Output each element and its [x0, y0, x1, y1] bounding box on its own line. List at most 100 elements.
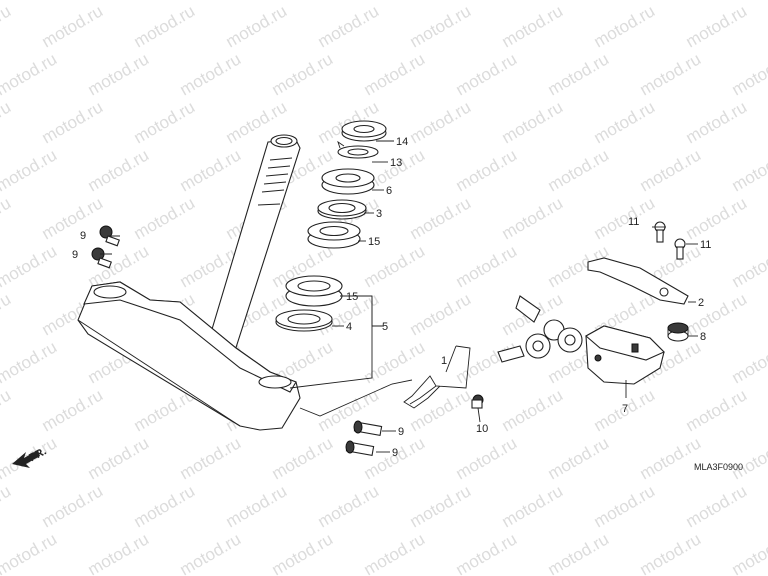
callout-2: 2 [698, 297, 704, 309]
watermark-text: motod.ru [0, 241, 60, 291]
key-set[interactable] [497, 295, 583, 363]
watermark-text: motod.ru [0, 193, 14, 243]
watermark-text: motod.ru [499, 193, 567, 243]
callout-1: 1 [441, 355, 447, 367]
watermark-text: motod.ru [683, 193, 751, 243]
callout-7: 7 [622, 403, 628, 415]
watermark-text: motod.ru [177, 145, 245, 195]
callout-6: 6 [386, 185, 392, 197]
watermark-text: motod.ru [499, 1, 567, 51]
watermark-text: motod.ru [85, 529, 153, 576]
watermark-text: motod.ru [683, 97, 751, 147]
watermark-text: motod.ru [637, 145, 705, 195]
part-9-bolt-d[interactable] [345, 440, 375, 457]
callout-4: 4 [346, 321, 352, 333]
part-10-bolt[interactable] [471, 394, 484, 409]
watermark-text: motod.ru [0, 337, 60, 387]
callout-15: 15 [346, 291, 358, 303]
part-11-screw-b[interactable] [674, 238, 686, 260]
watermark-text: motod.ru [683, 1, 751, 51]
watermark-text: motod.ru [0, 145, 60, 195]
watermark-text: motod.ru [499, 385, 567, 435]
callout-9-b: 9 [72, 249, 78, 261]
watermark-text: motod.ru [591, 481, 659, 531]
callout-10: 10 [476, 423, 488, 435]
watermark-text: motod.ru [545, 49, 613, 99]
watermark-text: motod.ru [131, 193, 199, 243]
callout-13: 13 [390, 157, 402, 169]
watermark-text: motod.ru [453, 241, 521, 291]
watermark-text: motod.ru [0, 1, 14, 51]
watermark-text: motod.ru [729, 433, 768, 483]
watermark-text: motod.ru [453, 433, 521, 483]
watermark-text: motod.ru [85, 145, 153, 195]
watermark-text: motod.ru [0, 529, 60, 576]
watermark-text: motod.ru [591, 97, 659, 147]
watermark-text: motod.ru [0, 385, 14, 435]
watermark-text: motod.ru [223, 481, 291, 531]
callout-9-c: 9 [398, 426, 404, 438]
part-9-bolt-c[interactable] [353, 420, 383, 437]
watermark-text: motod.ru [315, 481, 383, 531]
watermark-text: motod.ru [85, 433, 153, 483]
bottom-bridge[interactable] [77, 281, 301, 431]
watermark-text: motod.ru [499, 97, 567, 147]
watermark-text: motod.ru [545, 433, 613, 483]
watermark-text: motod.ru [131, 97, 199, 147]
part-6-adjusting-nut[interactable] [321, 168, 375, 195]
watermark-text: motod.ru [39, 97, 107, 147]
watermark-text: motod.ru [591, 193, 659, 243]
watermark-text: motod.ru [637, 433, 705, 483]
watermark-text: motod.ru [131, 481, 199, 531]
part-14-upper-bearing[interactable] [307, 221, 361, 249]
watermark-text: motod.ru [545, 529, 613, 576]
callout-11-b: 11 [700, 239, 711, 251]
watermark-text: motod.ru [407, 385, 475, 435]
part-1-wire-clamp[interactable] [403, 345, 471, 409]
part-7-steering-lock[interactable] [585, 325, 665, 385]
callout-9-a: 9 [80, 230, 86, 242]
watermark-text: motod.ru [0, 97, 14, 147]
part-12-lock-nut[interactable] [341, 120, 387, 142]
watermark-text: motod.ru [729, 241, 768, 291]
watermark-text: motod.ru [729, 337, 768, 387]
callout-11-a: 11 [628, 216, 639, 228]
watermark-text: motod.ru [361, 529, 429, 576]
callout-14: 15 [368, 236, 380, 248]
watermark-text: motod.ru [269, 49, 337, 99]
watermark-text: motod.ru [39, 481, 107, 531]
part-3-dust-seal[interactable] [317, 199, 367, 220]
watermark-text: motod.ru [361, 241, 429, 291]
watermark-text: motod.ru [0, 481, 14, 531]
watermark-text: motod.ru [0, 289, 14, 339]
watermark-text: motod.ru [269, 529, 337, 576]
watermark-text: motod.ru [407, 481, 475, 531]
part-9-bolt-b[interactable] [91, 247, 112, 269]
callout-5: 5 [382, 321, 388, 333]
watermark-text: motod.ru [0, 49, 60, 99]
watermark-text: motod.ru [591, 1, 659, 51]
leader-lines [100, 140, 698, 453]
watermark-text: motod.ru [729, 0, 768, 3]
watermark-text: motod.ru [453, 337, 521, 387]
steering-stem[interactable] [203, 134, 301, 361]
part-15-lower-bearing[interactable] [285, 275, 343, 307]
watermark-text: motod.ru [637, 529, 705, 576]
part-11-screw-a[interactable] [654, 221, 666, 243]
watermark-text: motod.ru [131, 1, 199, 51]
watermark-text: motod.ru [407, 1, 475, 51]
part-8-collar[interactable] [667, 322, 689, 342]
watermark-text: motod.ru [637, 49, 705, 99]
part-2-bracket[interactable] [587, 257, 689, 305]
watermark-text: motod.ru [729, 145, 768, 195]
part-4-dust-seal[interactable] [275, 309, 333, 332]
watermark-text: motod.ru [315, 1, 383, 51]
watermark-text: motod.ru [453, 49, 521, 99]
watermark-text: motod.ru [729, 529, 768, 576]
callout-12: 14 [396, 136, 408, 148]
part-13-lock-washer[interactable] [337, 140, 379, 159]
part-9-bolt-a[interactable] [99, 225, 120, 247]
watermark-text: motod.ru [683, 289, 751, 339]
watermark-text: motod.ru [177, 433, 245, 483]
